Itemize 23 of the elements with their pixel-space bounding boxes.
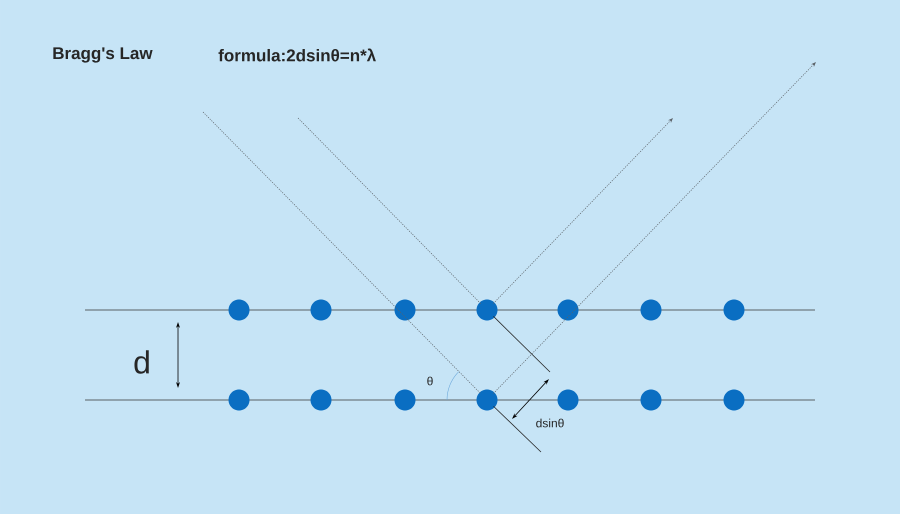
atom — [558, 300, 578, 320]
ray-arrow — [492, 118, 673, 304]
title: Bragg's Law — [53, 47, 153, 63]
atom — [640, 390, 662, 410]
atom — [228, 300, 250, 320]
ray-arrow — [492, 62, 816, 394]
formula: formula:2dsinθ=n*λ — [218, 48, 376, 62]
atom — [228, 390, 250, 410]
path-difference-label: dsinθ — [536, 418, 564, 428]
atom — [640, 300, 662, 320]
atom — [724, 300, 744, 320]
spacing-label: d — [134, 350, 149, 374]
ray-line — [298, 118, 482, 304]
atom — [558, 390, 578, 410]
atom — [476, 300, 498, 320]
ray-line — [202, 112, 482, 394]
angle-label: θ — [427, 376, 433, 386]
atom — [310, 390, 332, 410]
atom — [310, 300, 332, 320]
atom — [394, 390, 416, 410]
atom — [724, 390, 744, 410]
atom — [476, 390, 498, 410]
atom — [394, 300, 416, 320]
